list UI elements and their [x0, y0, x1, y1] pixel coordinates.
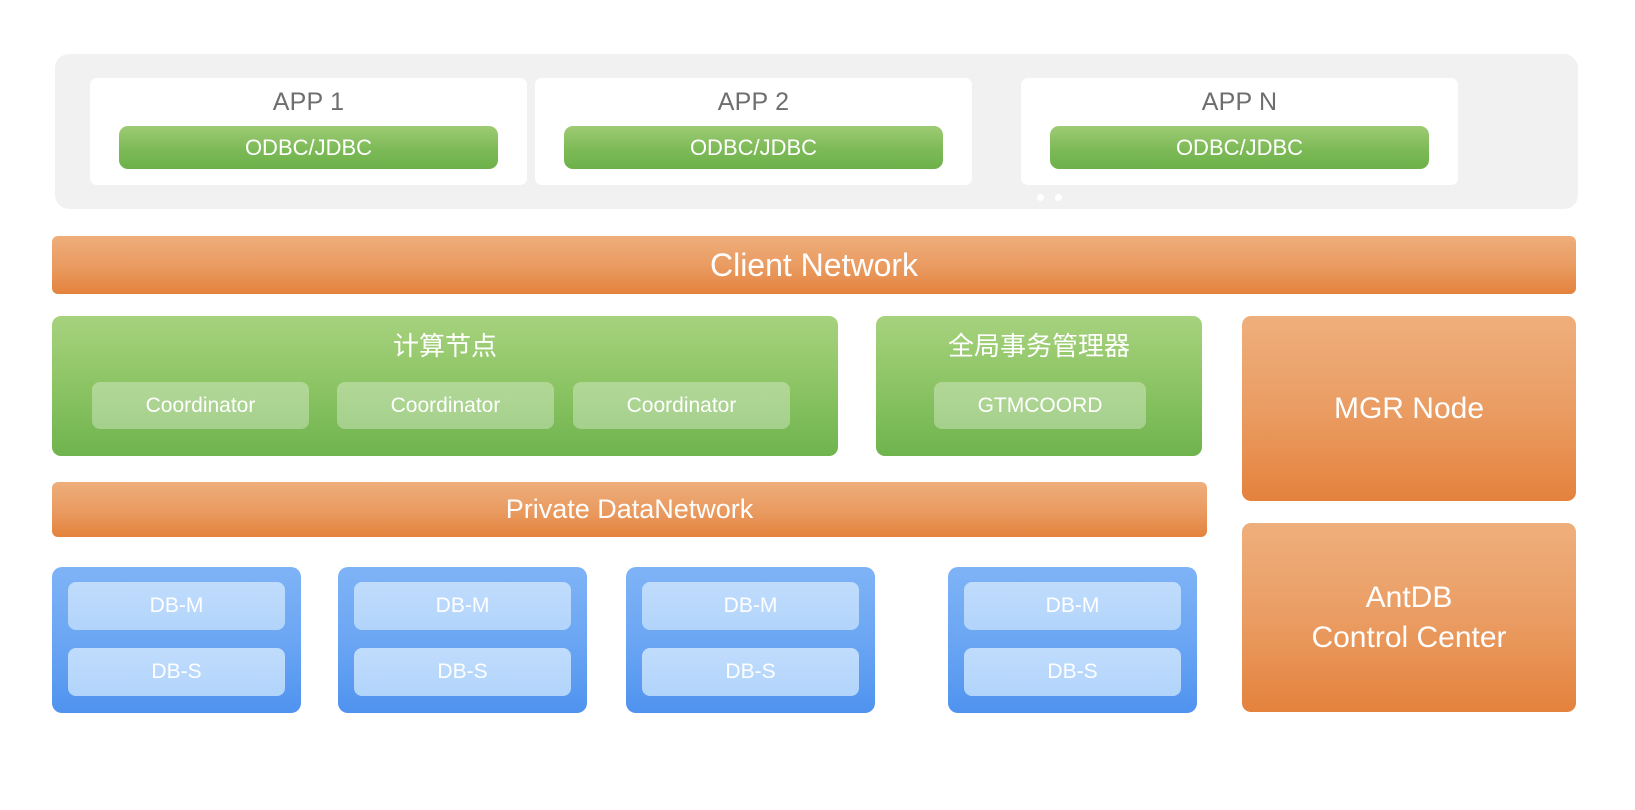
- db-master-3[interactable]: DB-M: [642, 582, 859, 630]
- app-title-2: APP 2: [717, 88, 790, 116]
- db-slave-1[interactable]: DB-S: [68, 648, 285, 696]
- coordinator-3[interactable]: Coordinator: [573, 382, 790, 429]
- db-slave-3[interactable]: DB-S: [642, 648, 859, 696]
- db-slave-4[interactable]: DB-S: [964, 648, 1181, 696]
- compute-node-group: 计算节点 Coordinator Coordinator Coordinator: [52, 316, 838, 456]
- db-group-1: DB-M DB-S: [52, 567, 301, 713]
- app-title-1: APP 1: [272, 88, 345, 116]
- gtm-group: 全局事务管理器 GTMCOORD: [876, 316, 1202, 456]
- odbc-jdbc-pill-2[interactable]: ODBC/JDBC: [564, 126, 943, 169]
- coordinator-2[interactable]: Coordinator: [337, 382, 554, 429]
- db-group-4: DB-M DB-S: [948, 567, 1197, 713]
- application-band: APP 1 ODBC/JDBC APP 2 ODBC/JDBC APP N OD…: [55, 54, 1578, 259]
- odbc-jdbc-pill-n[interactable]: ODBC/JDBC: [1050, 126, 1429, 169]
- gtm-title: 全局事务管理器: [947, 331, 1130, 361]
- db-group-2: DB-M DB-S: [338, 567, 587, 713]
- odbc-jdbc-pill-1[interactable]: ODBC/JDBC: [119, 126, 498, 169]
- coordinator-1[interactable]: Coordinator: [92, 382, 309, 429]
- app-card-2[interactable]: APP 2 ODBC/JDBC: [535, 78, 972, 185]
- control-center-label: AntDB Control Center: [1311, 578, 1506, 658]
- ellipsis-dot-1: [1037, 194, 1044, 201]
- db-master-2[interactable]: DB-M: [354, 582, 571, 630]
- ellipsis-dot-2: [1055, 194, 1062, 201]
- private-data-network-bar: Private DataNetwork: [52, 482, 1207, 537]
- app-card-n[interactable]: APP N ODBC/JDBC: [1021, 78, 1458, 185]
- db-group-3: DB-M DB-S: [626, 567, 875, 713]
- mgr-node-box: MGR Node: [1242, 316, 1576, 501]
- db-slave-2[interactable]: DB-S: [354, 648, 571, 696]
- compute-node-title: 计算节点: [392, 331, 497, 361]
- control-center-line-1: AntDB: [1365, 580, 1453, 614]
- db-master-1[interactable]: DB-M: [68, 582, 285, 630]
- antdb-control-center-box: AntDB Control Center: [1242, 523, 1576, 712]
- app-title-n: APP N: [1201, 88, 1278, 116]
- app-card-1[interactable]: APP 1 ODBC/JDBC: [90, 78, 527, 185]
- db-master-4[interactable]: DB-M: [964, 582, 1181, 630]
- gtmcoord-node[interactable]: GTMCOORD: [934, 382, 1146, 429]
- control-center-line-2: Control Center: [1311, 620, 1507, 654]
- client-network-bar: Client Network: [52, 236, 1576, 294]
